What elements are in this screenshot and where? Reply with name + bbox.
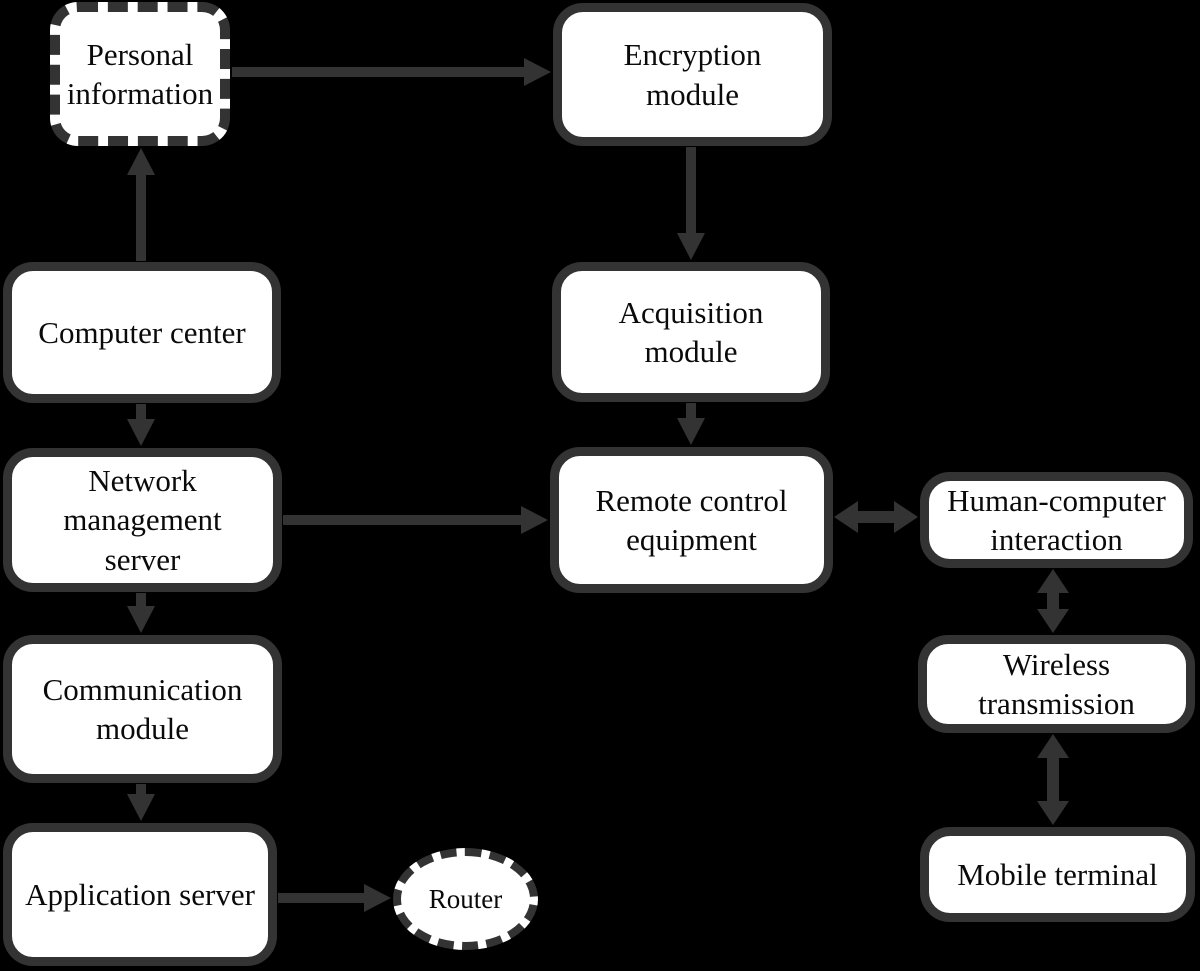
node-label-mobile-terminal: Mobile terminal: [957, 856, 1158, 892]
node-remote-control-equipment: Remote control equipment: [550, 447, 833, 593]
arrowhead-icon: [127, 606, 155, 633]
arrowhead-icon: [127, 794, 155, 821]
arrowhead-icon: [127, 148, 155, 175]
arrowhead-icon: [364, 884, 391, 912]
edge-network-management-server-to-remote-control-equipment: [283, 506, 548, 534]
arrowhead-icon: [1037, 734, 1069, 758]
node-label-communication-module: Communication module: [42, 671, 243, 746]
arrowhead-icon: [1037, 569, 1069, 593]
node-router: Router: [393, 848, 538, 950]
node-label-remote-control-equipment: Remote control equipment: [595, 482, 788, 557]
edge-personal-information-to-encryption-module: [232, 58, 551, 86]
arrowhead-icon: [894, 501, 918, 533]
node-personal-information: Personal information: [50, 2, 230, 146]
edge-encryption-module-to-acquisition-module: [677, 147, 705, 260]
node-label-personal-information: Personal information: [66, 36, 214, 111]
arrowhead-icon: [677, 418, 705, 445]
edge-application-server-to-router: [278, 884, 391, 912]
node-label-wireless-transmission: Wireless transmission: [978, 646, 1135, 721]
node-label-application-server: Application server: [25, 876, 255, 912]
edge-remote-control-equipment-human-computer-interaction: [834, 501, 918, 533]
node-label-encryption-module: Encryption module: [623, 37, 762, 112]
node-network-management-server: Network management server: [3, 448, 282, 592]
arrowhead-icon: [1037, 609, 1069, 633]
node-acquisition-module: Acquisition module: [552, 262, 830, 402]
node-label-acquisition-module: Acquisition module: [618, 294, 764, 369]
edge-computer-center-to-personal-information: [127, 148, 155, 261]
node-computer-center: Computer center: [3, 262, 281, 403]
arrowhead-icon: [834, 501, 858, 533]
edge-acquisition-module-to-remote-control-equipment: [677, 403, 705, 445]
arrowhead-icon: [1037, 801, 1069, 825]
node-label-network-management-server: Network management server: [63, 463, 222, 577]
node-communication-module: Communication module: [3, 635, 282, 783]
node-human-computer-interaction: Human-computer interaction: [920, 472, 1193, 568]
node-application-server: Application server: [3, 823, 277, 966]
edge-wireless-transmission-mobile-terminal: [1037, 734, 1069, 825]
edge-network-management-server-to-communication-module: [127, 593, 155, 633]
arrowhead-icon: [521, 506, 548, 534]
edge-computer-center-to-network-management-server: [127, 404, 155, 446]
arrowhead-icon: [127, 419, 155, 446]
edge-human-computer-interaction-wireless-transmission: [1037, 569, 1069, 633]
node-encryption-module: Encryption module: [553, 3, 832, 146]
node-label-human-computer-interaction: Human-computer interaction: [947, 482, 1166, 557]
node-wireless-transmission: Wireless transmission: [918, 635, 1195, 733]
arrowhead-icon: [524, 58, 551, 86]
node-label-router: Router: [428, 883, 503, 914]
node-mobile-terminal: Mobile terminal: [920, 827, 1195, 922]
arrowhead-icon: [677, 233, 705, 260]
node-label-computer-center: Computer center: [38, 314, 246, 350]
edge-communication-module-to-application-server: [127, 784, 155, 821]
